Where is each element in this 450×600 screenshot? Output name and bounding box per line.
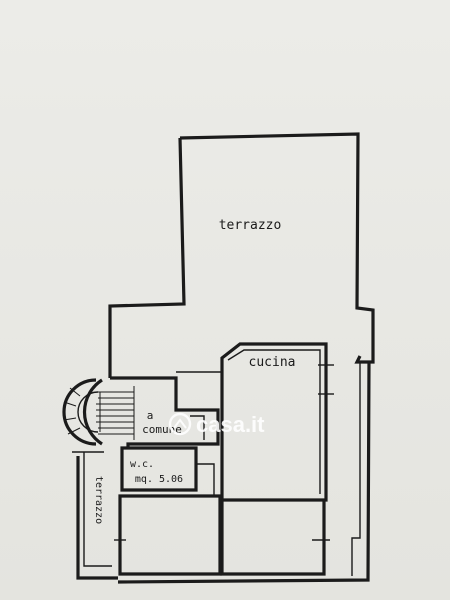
terrace-left-wall	[108, 137, 186, 378]
stair-steps	[63, 386, 135, 440]
room-label-terrazzo: terrazzo	[219, 218, 282, 233]
kitchen-inner	[227, 349, 321, 494]
right-inner-line	[351, 362, 361, 576]
common-area-walls	[110, 376, 220, 448]
casa-logo-house	[173, 418, 187, 429]
common-area-inner	[176, 358, 223, 373]
side-terrace-inner	[83, 452, 112, 567]
casa-it-watermark: casa.it	[168, 412, 265, 437]
right-outer-wall	[117, 361, 371, 584]
lower-room-left	[118, 494, 222, 576]
stair-inner-arc	[77, 391, 99, 433]
corridor-door	[190, 415, 205, 440]
room-label-wc: w.c.	[130, 459, 154, 470]
room-label-comune: comune	[142, 423, 182, 436]
wc-walls	[120, 446, 198, 492]
terrace-outline	[179, 132, 375, 364]
room-label-terrazzo-side: terrazzo	[93, 476, 104, 524]
watermark-text: casa.it	[196, 412, 265, 437]
room-label-wc-area: mq. 5.06	[135, 474, 183, 485]
kitchen-walls	[220, 342, 328, 502]
side-terrace-walls	[76, 456, 118, 580]
stair-outer	[82, 378, 103, 446]
wc-partition	[196, 463, 215, 496]
room-label-comune-a: a	[147, 409, 154, 422]
casa-logo-icon	[168, 412, 192, 436]
stair-outer-arc	[62, 378, 97, 446]
room-label-cucina: cucina	[249, 355, 296, 370]
lower-room-right	[220, 500, 326, 576]
